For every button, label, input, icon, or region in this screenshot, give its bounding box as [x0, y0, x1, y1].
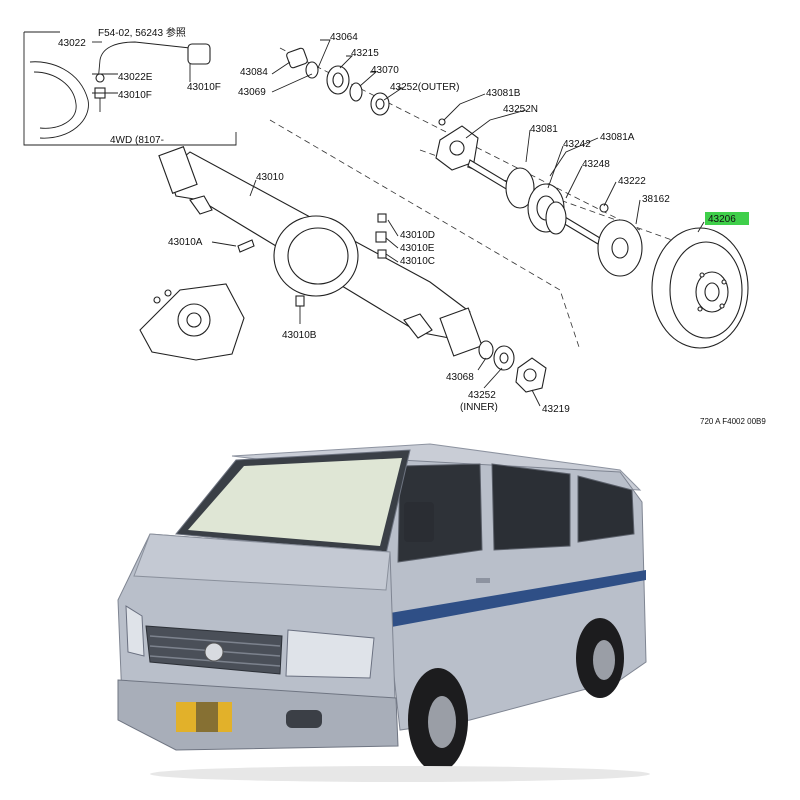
- label-43010C: 43010C: [400, 256, 435, 267]
- label-43022: 43022: [58, 38, 86, 49]
- label-43010A: 43010A: [168, 237, 203, 248]
- label-43010F-lower: 43010F: [118, 90, 152, 101]
- axle-shaft-43242: [467, 159, 643, 277]
- inset-ref-note: F54-02, 56243 参照: [98, 26, 186, 39]
- axle-housing-43010: [158, 146, 483, 357]
- inset-variant-note: 4WD (8107-: [110, 135, 164, 146]
- brake-drum-43206: [651, 227, 749, 349]
- label-43215: 43215: [351, 48, 379, 59]
- label-43252-inner: 43252: [468, 390, 496, 401]
- label-43252-outer: 43252(OUTER): [390, 82, 459, 93]
- label-43010E: 43010E: [400, 243, 435, 254]
- van-illustration: [117, 443, 650, 782]
- label-43081B: 43081B: [486, 88, 521, 99]
- leader-lines: [211, 39, 705, 407]
- label-43219: 43219: [542, 404, 570, 415]
- fasteners: [237, 213, 387, 307]
- label-43069: 43069: [238, 87, 266, 98]
- label-43242: 43242: [563, 139, 591, 150]
- label-43068: 43068: [446, 372, 474, 383]
- label-43064: 43064: [330, 32, 358, 43]
- van-photo: [117, 443, 650, 782]
- label-43081A: 43081A: [600, 132, 635, 143]
- label-43252N: 43252N: [503, 104, 538, 115]
- label-inner-note: (INNER): [460, 402, 498, 413]
- label-43010D: 43010D: [400, 230, 435, 241]
- label-43081: 43081: [530, 124, 558, 135]
- bearing-stack-bottom: [478, 340, 547, 393]
- label-43248: 43248: [582, 159, 610, 170]
- label-43010F-upper: 43010F: [187, 82, 221, 93]
- label-38162: 38162: [642, 194, 670, 205]
- figure-code: 720 A F4002 00B9: [700, 417, 766, 426]
- label-43070: 43070: [371, 65, 399, 76]
- label-43010B: 43010B: [282, 330, 317, 341]
- label-43010: 43010: [256, 172, 284, 183]
- label-43206: 43206: [708, 214, 736, 225]
- label-43222: 43222: [618, 176, 646, 187]
- differential-carrier: [139, 283, 245, 361]
- label-43022E: 43022E: [118, 72, 153, 83]
- inset-4wd-breather: F54-02, 56243 参照 43022 43022E 43010F 430…: [23, 26, 237, 146]
- bearing-stack-top: [286, 47, 390, 116]
- exploded-parts-diagram: F54-02, 56243 参照 43022 43022E 43010F 430…: [23, 26, 766, 426]
- highlight-43206: [705, 212, 749, 225]
- label-43084: 43084: [240, 67, 268, 78]
